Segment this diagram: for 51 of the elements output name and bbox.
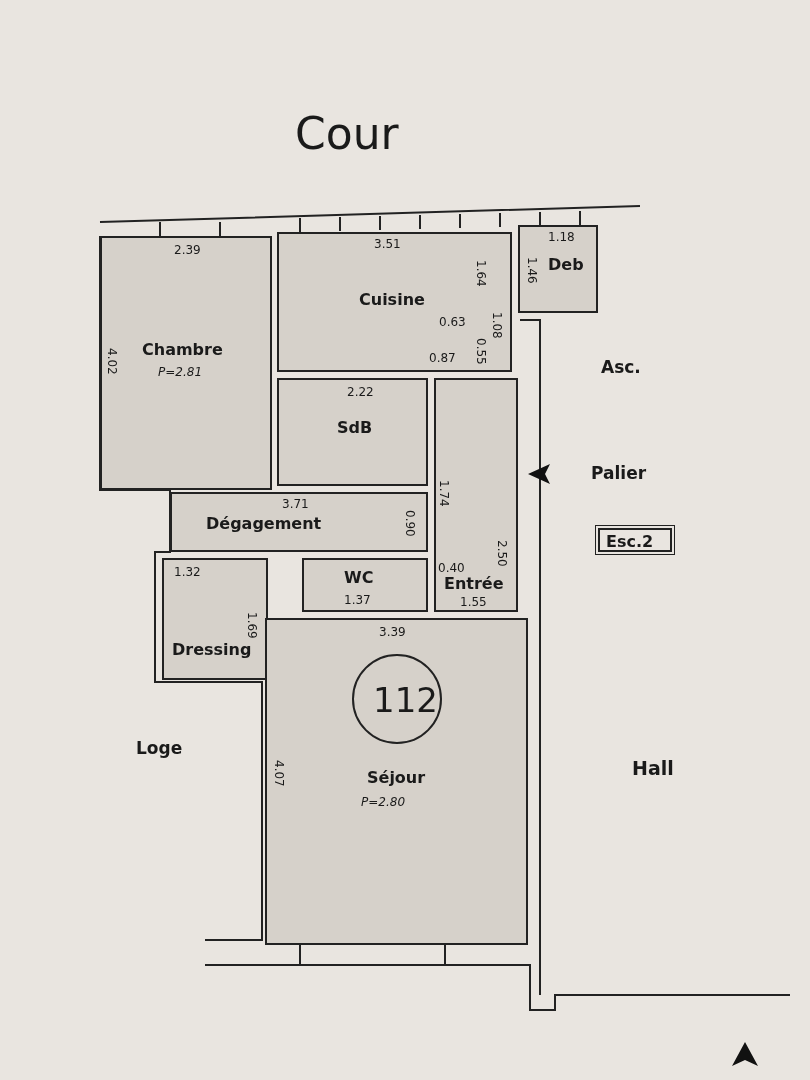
dimension-label: 1.18 [548,231,575,243]
dimension-label: 3.51 [374,238,401,250]
area-label: Palier [591,463,647,483]
area-label: Cour [295,108,399,159]
room-area [277,378,428,486]
dimension-label: 4.02 [106,348,118,375]
area-label: Asc. [601,357,641,377]
unit-number: 112 [373,683,438,717]
ceiling-height-label: P=2.80 [361,796,405,808]
ceiling-height-label: P=2.81 [158,366,202,378]
stair-sign [598,528,672,552]
dimension-label: 2.39 [174,244,201,256]
dimension-label: 3.39 [379,626,406,638]
room-name: SdB [337,420,373,436]
area-label: Hall [632,757,674,779]
room-area [170,492,428,552]
dimension-label: 4.07 [273,760,285,787]
room-name: Cuisine [359,292,425,308]
dimension-label: 1.64 [475,260,487,287]
dimension-label: 0.90 [404,510,416,537]
room-area [518,225,598,313]
dimension-label: 1.32 [174,566,201,578]
room-name: Dégagement [206,516,322,532]
room-name: Chambre [142,342,223,358]
dimension-label: 1.74 [438,480,450,507]
room-area [434,378,518,612]
room-area [277,232,512,372]
room-area [302,558,428,612]
room-name: Dressing [172,642,252,658]
room-name: Entrée [444,576,504,592]
dimension-label: 2.22 [347,386,374,398]
unit-number-circle [352,654,442,744]
dimension-label: 1.37 [344,594,371,606]
room-name: Séjour [367,770,426,786]
dimension-label: 1.08 [491,312,503,339]
dimension-label: 1.55 [460,596,487,608]
room-name: Deb [548,257,584,273]
room-area [265,618,528,945]
room-area [162,558,268,680]
dimension-label: 0.63 [439,316,466,328]
dimension-label: 0.40 [438,562,465,574]
dimension-label: 2.50 [496,540,508,567]
dimension-label: 1.69 [246,612,258,639]
dimension-label: 3.71 [282,498,309,510]
dimension-label: 0.55 [475,338,487,365]
room-name: WC [344,570,374,586]
stair-label: Esc.2 [606,534,654,550]
room-area [100,236,272,490]
dimension-label: 1.46 [526,257,538,284]
dimension-label: 0.87 [429,352,456,364]
area-label: Loge [136,738,183,758]
